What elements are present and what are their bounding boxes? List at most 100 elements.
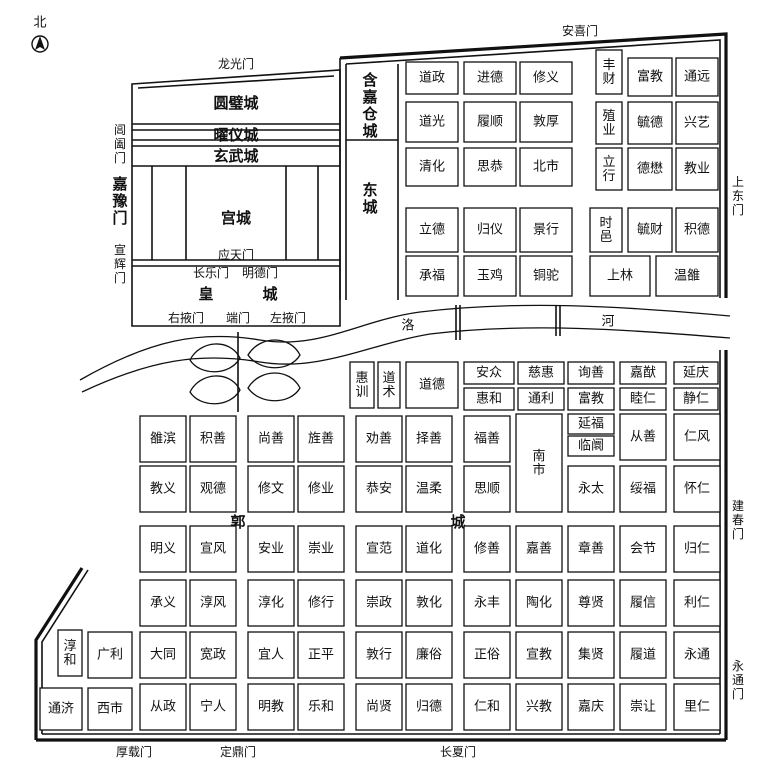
ward-label-linhuan: 临阛 bbox=[578, 439, 604, 454]
ward-box-xingyi bbox=[675, 101, 719, 145]
ward-label-xiuwen: 修文 bbox=[258, 482, 284, 497]
ward-box-mingyi bbox=[139, 525, 187, 573]
ward-label-huijie: 会节 bbox=[630, 542, 656, 557]
ward-box-ningren bbox=[189, 683, 237, 731]
yingtian-gate-label: 应天门 bbox=[218, 247, 254, 262]
ward-box-guiren bbox=[673, 525, 721, 573]
ward-label-daohua: 道化 bbox=[416, 542, 442, 557]
ward-label-zeshan: 择善 bbox=[416, 431, 442, 447]
ward-label-sishun: 思顺 bbox=[474, 482, 500, 497]
ward-label-xingjiao: 兴教 bbox=[526, 699, 552, 715]
ward-box-tongyuan bbox=[675, 57, 719, 97]
ward-label-shangxian: 尚贤 bbox=[366, 700, 392, 715]
ward-box-anye bbox=[247, 525, 295, 573]
ward-label-suibin: 雒滨 bbox=[150, 431, 176, 447]
ward-box-xiuwen bbox=[247, 465, 295, 513]
ward-label-daoguang: 道光 bbox=[419, 115, 445, 130]
ward-box-lehe bbox=[297, 683, 345, 731]
mingde-gate-label: 明德门 bbox=[242, 265, 278, 280]
ward-box-shangshan bbox=[247, 415, 295, 463]
ward-label-lixing: 立行 bbox=[602, 155, 615, 184]
ward-box-yiren bbox=[247, 631, 295, 679]
ward-box-jiaoye bbox=[675, 147, 719, 191]
ward-label-guiren: 归仁 bbox=[684, 542, 710, 557]
ward-box-chongzheng bbox=[355, 579, 403, 627]
ward-box-muren bbox=[619, 387, 667, 411]
ward-label-dunxing: 敦行 bbox=[366, 647, 392, 663]
ward-box-zeshan bbox=[405, 415, 453, 463]
ward-label-wenrou: 温柔 bbox=[416, 482, 442, 497]
ward-label-guiyi: 归仪 bbox=[477, 223, 503, 238]
ward-box-daohua bbox=[405, 525, 453, 573]
ward-label-yongfeng: 永丰 bbox=[474, 596, 500, 611]
ward-label-huihe: 惠和 bbox=[476, 392, 502, 407]
luo-river bbox=[79, 304, 731, 412]
ward-label-jishan: 积善 bbox=[200, 431, 226, 447]
ward-label-tongji: 通济 bbox=[48, 702, 74, 717]
ward-box-wenrou bbox=[405, 465, 453, 513]
ward-box-guiyi bbox=[463, 207, 517, 253]
ward-box-xingjiao bbox=[515, 683, 563, 731]
ward-label-tongyuan: 通远 bbox=[684, 70, 710, 85]
ward-label-xuanfan: 宣范 bbox=[366, 541, 392, 557]
longguang-gate-label: 龙光门 bbox=[218, 56, 254, 71]
ward-box-yanfu bbox=[567, 413, 615, 435]
ward-box-lvdao bbox=[619, 631, 667, 679]
jiayu-gate-label: 嘉豫门 bbox=[111, 175, 127, 227]
ward-box-huairen bbox=[673, 465, 721, 513]
ward-box-jiaoyi bbox=[139, 465, 187, 513]
ward-label-guangli: 广利 bbox=[97, 648, 123, 663]
ward-label-yucai: 毓财 bbox=[637, 222, 663, 238]
ward-label-yuji: 玉鸡 bbox=[477, 268, 503, 284]
ward-box-xiuyi bbox=[519, 61, 573, 95]
ward-label-chengfu: 承福 bbox=[419, 269, 445, 284]
ward-box-renfeng bbox=[673, 413, 721, 461]
ward-box-qinghua bbox=[405, 147, 459, 187]
ward-label-huairen: 怀仁 bbox=[684, 482, 710, 497]
ward-box-jixian bbox=[567, 631, 615, 679]
ward-label-deyi: 德懋 bbox=[637, 161, 663, 177]
north-label: 北 bbox=[33, 16, 46, 31]
ward-box-xunshan bbox=[567, 361, 615, 385]
ward-label-renhe: 仁和 bbox=[474, 700, 500, 715]
ward-box-zunxian bbox=[567, 579, 615, 627]
ward-label-sigong: 思恭 bbox=[477, 160, 503, 175]
hanjia-granary-label: 含嘉仓城 bbox=[361, 71, 378, 140]
ward-label-guide: 归德 bbox=[416, 700, 442, 715]
ward-box-zhangshan bbox=[567, 525, 615, 573]
changhe-gate-label: 阊阖门 bbox=[114, 123, 126, 165]
ward-box-jishan bbox=[189, 415, 237, 463]
ward-label-fuhui: 富教 bbox=[637, 69, 663, 85]
ward-label-jiaohua: 敦化 bbox=[416, 595, 442, 611]
ward-box-fujiao bbox=[567, 387, 615, 411]
ward-label-suifu: 绥福 bbox=[630, 482, 656, 497]
ward-label-jiashan: 嘉善 bbox=[526, 541, 552, 557]
ward-label-ningren: 宁人 bbox=[200, 699, 226, 715]
ward-label-lide: 立德 bbox=[419, 223, 445, 238]
wards-layer: 道政进德修义丰财富教通远道光履顺敦厚殖业毓德兴艺清化思恭北市立行德懋教业立德归仪… bbox=[39, 49, 721, 731]
ward-label-daoshu: 道术 bbox=[382, 371, 395, 400]
ward-box-xishi bbox=[87, 687, 133, 731]
ward-label-zhengping: 正平 bbox=[308, 648, 334, 663]
ward-label-mingjiao: 明教 bbox=[258, 699, 284, 715]
ward-box-zhiye bbox=[595, 101, 623, 145]
ward-box-jiaohua bbox=[405, 579, 453, 627]
ward-label-daode: 道德 bbox=[419, 378, 445, 393]
ward-box-shiyi bbox=[589, 207, 623, 253]
ward-box-fengcai bbox=[595, 49, 623, 95]
yongtong-gate-label: 永通门 bbox=[732, 659, 744, 701]
ward-label-gongan: 恭安 bbox=[366, 482, 392, 497]
ward-box-sishun bbox=[463, 465, 511, 513]
ward-box-beishi bbox=[519, 147, 573, 187]
ward-label-shangshan: 尚善 bbox=[258, 431, 284, 447]
ward-box-lvxin bbox=[619, 579, 667, 627]
ward-box-yude bbox=[627, 101, 673, 145]
ward-label-jide: 积德 bbox=[684, 223, 710, 238]
ward-box-renhe bbox=[463, 683, 511, 731]
ward-box-kuanzheng bbox=[189, 631, 237, 679]
changxia-gate-label: 长夏门 bbox=[440, 744, 476, 759]
xuanhui-gate-label: 宣辉门 bbox=[114, 242, 126, 285]
ward-box-yongtong2 bbox=[673, 631, 721, 679]
ward-label-fujiao: 富教 bbox=[578, 391, 604, 407]
ward-label-liren: 利仁 bbox=[684, 596, 710, 611]
